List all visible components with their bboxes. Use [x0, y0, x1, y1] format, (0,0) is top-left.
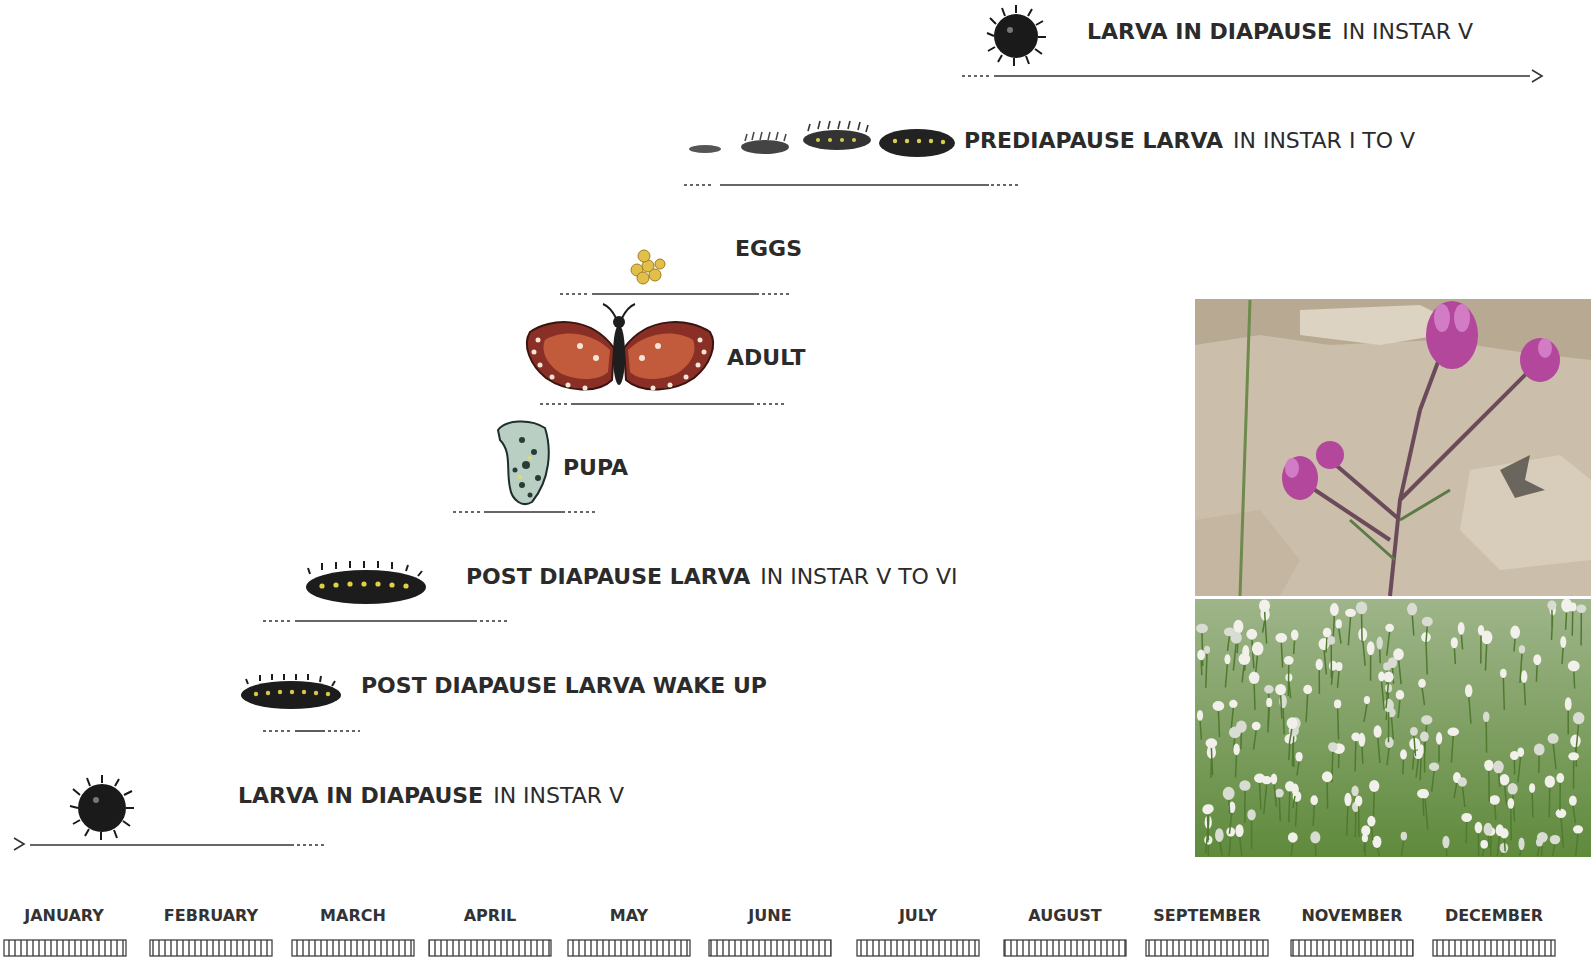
- month-label: FEBRUARY: [164, 906, 258, 925]
- stage-name: EGGS: [735, 236, 802, 261]
- stage-label: ADULT: [727, 345, 806, 370]
- stage-detail: IN INSTAR V TO VI: [760, 564, 957, 589]
- month-label: JULY: [899, 906, 937, 925]
- stage-name: POST DIAPAUSE LARVA: [466, 564, 750, 589]
- stage-label: POST DIAPAUSE LARVA IN INSTAR V TO VI: [466, 564, 957, 589]
- month-label: MAY: [610, 906, 648, 925]
- month-label: APRIL: [464, 906, 517, 925]
- stage-name: LARVA IN DIAPAUSE: [1087, 19, 1332, 44]
- month-label: JUNE: [748, 906, 791, 925]
- stage-label: POST DIAPAUSE LARVA WAKE UP: [361, 673, 767, 698]
- stage-label: PUPA: [563, 455, 628, 480]
- month-label: JANUARY: [24, 906, 104, 925]
- stage-name: PREDIAPAUSE LARVA: [964, 128, 1223, 153]
- stage-name: PUPA: [563, 455, 628, 480]
- stage-label: LARVA IN DIAPAUSE IN INSTAR V: [1087, 19, 1473, 44]
- stage-label: EGGS: [735, 236, 802, 261]
- month-label: MARCH: [320, 906, 386, 925]
- stage-name: POST DIAPAUSE LARVA WAKE UP: [361, 673, 767, 698]
- stage-detail: IN INSTAR V: [1342, 19, 1473, 44]
- stage-label: PREDIAPAUSE LARVA IN INSTAR I TO V: [964, 128, 1415, 153]
- stage-detail: IN INSTAR I TO V: [1233, 128, 1415, 153]
- month-label: AUGUST: [1028, 906, 1101, 925]
- stage-name: ADULT: [727, 345, 806, 370]
- stage-label: LARVA IN DIAPAUSE IN INSTAR V: [238, 783, 624, 808]
- month-label: NOVEMBER: [1301, 906, 1402, 925]
- stage-name: LARVA IN DIAPAUSE: [238, 783, 483, 808]
- month-label: SEPTEMBER: [1153, 906, 1260, 925]
- month-label: DECEMBER: [1445, 906, 1543, 925]
- stage-detail: IN INSTAR V: [493, 783, 624, 808]
